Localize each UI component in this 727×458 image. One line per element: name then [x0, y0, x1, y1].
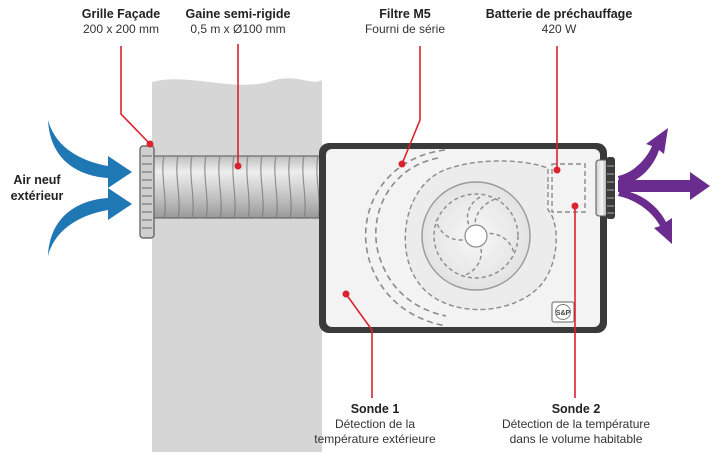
fan-wheel — [421, 181, 531, 291]
label-air-line2: extérieur — [10, 189, 64, 203]
label-batterie-sub: 420 W — [541, 22, 577, 36]
label-sonde2: Sonde 2 Détection de la température dans… — [480, 402, 672, 447]
dot-sonde2 — [571, 202, 579, 210]
outlet-spigot — [595, 157, 615, 219]
label-sonde1-sub2: température extérieure — [314, 432, 436, 446]
leader-grille — [120, 46, 151, 145]
label-gaine: Gaine semi-rigide 0,5 m x Ø100 mm — [168, 7, 308, 37]
label-grille-sub: 200 x 200 mm — [82, 22, 160, 36]
label-sonde2-sub1: Détection de la température — [501, 417, 651, 431]
label-gaine-sub: 0,5 m x Ø100 mm — [190, 22, 286, 36]
label-sonde2-sub2: dans le volume habitable — [509, 432, 643, 446]
label-grille-title: Grille Façade — [81, 7, 161, 21]
label-filtre-title: Filtre M5 — [379, 7, 431, 21]
filter-m5 — [364, 149, 447, 327]
label-filtre-sub: Fourni de série — [364, 22, 446, 36]
outlet-arrow-middle — [618, 172, 710, 200]
dot-sonde1 — [342, 290, 350, 298]
outlet-air-arrows — [618, 128, 710, 244]
label-sonde2-title: Sonde 2 — [551, 402, 601, 416]
leader-dots — [146, 140, 579, 298]
label-batterie: Batterie de préchauffage 420 W — [470, 7, 648, 37]
outlet-arrow-up — [618, 128, 668, 186]
outlet-arrow-down — [618, 190, 672, 244]
leader-sonde1 — [345, 293, 373, 398]
dot-grille — [146, 140, 154, 148]
dot-batterie — [553, 166, 561, 174]
brand-badge-text: S&P — [556, 310, 571, 317]
facade-grille — [139, 145, 155, 239]
label-gaine-title: Gaine semi-rigide — [185, 7, 291, 21]
label-filtre: Filtre M5 Fourni de série — [345, 7, 465, 37]
wall — [152, 78, 322, 453]
preheating-battery — [551, 163, 586, 213]
label-air-neuf: Air neuf extérieur — [0, 172, 74, 204]
inlet-arrow-upper — [48, 120, 132, 188]
label-sonde1-title: Sonde 1 — [350, 402, 400, 416]
inlet-air-arrows — [48, 120, 132, 256]
label-sonde1-sub1: Détection de la — [334, 417, 416, 431]
brand-badge — [551, 301, 575, 323]
leader-filtre — [401, 46, 421, 165]
inlet-arrow-lower — [48, 188, 132, 256]
dot-filtre — [398, 160, 406, 168]
label-sonde1: Sonde 1 Détection de la température exté… — [300, 402, 450, 447]
label-batterie-title: Batterie de préchauffage — [485, 7, 633, 21]
label-grille-facade: Grille Façade 200 x 200 mm — [62, 7, 180, 37]
label-air-line1: Air neuf — [13, 173, 61, 187]
leader-lines — [120, 44, 576, 398]
dot-gaine — [234, 162, 242, 170]
ventilation-unit — [319, 143, 607, 333]
